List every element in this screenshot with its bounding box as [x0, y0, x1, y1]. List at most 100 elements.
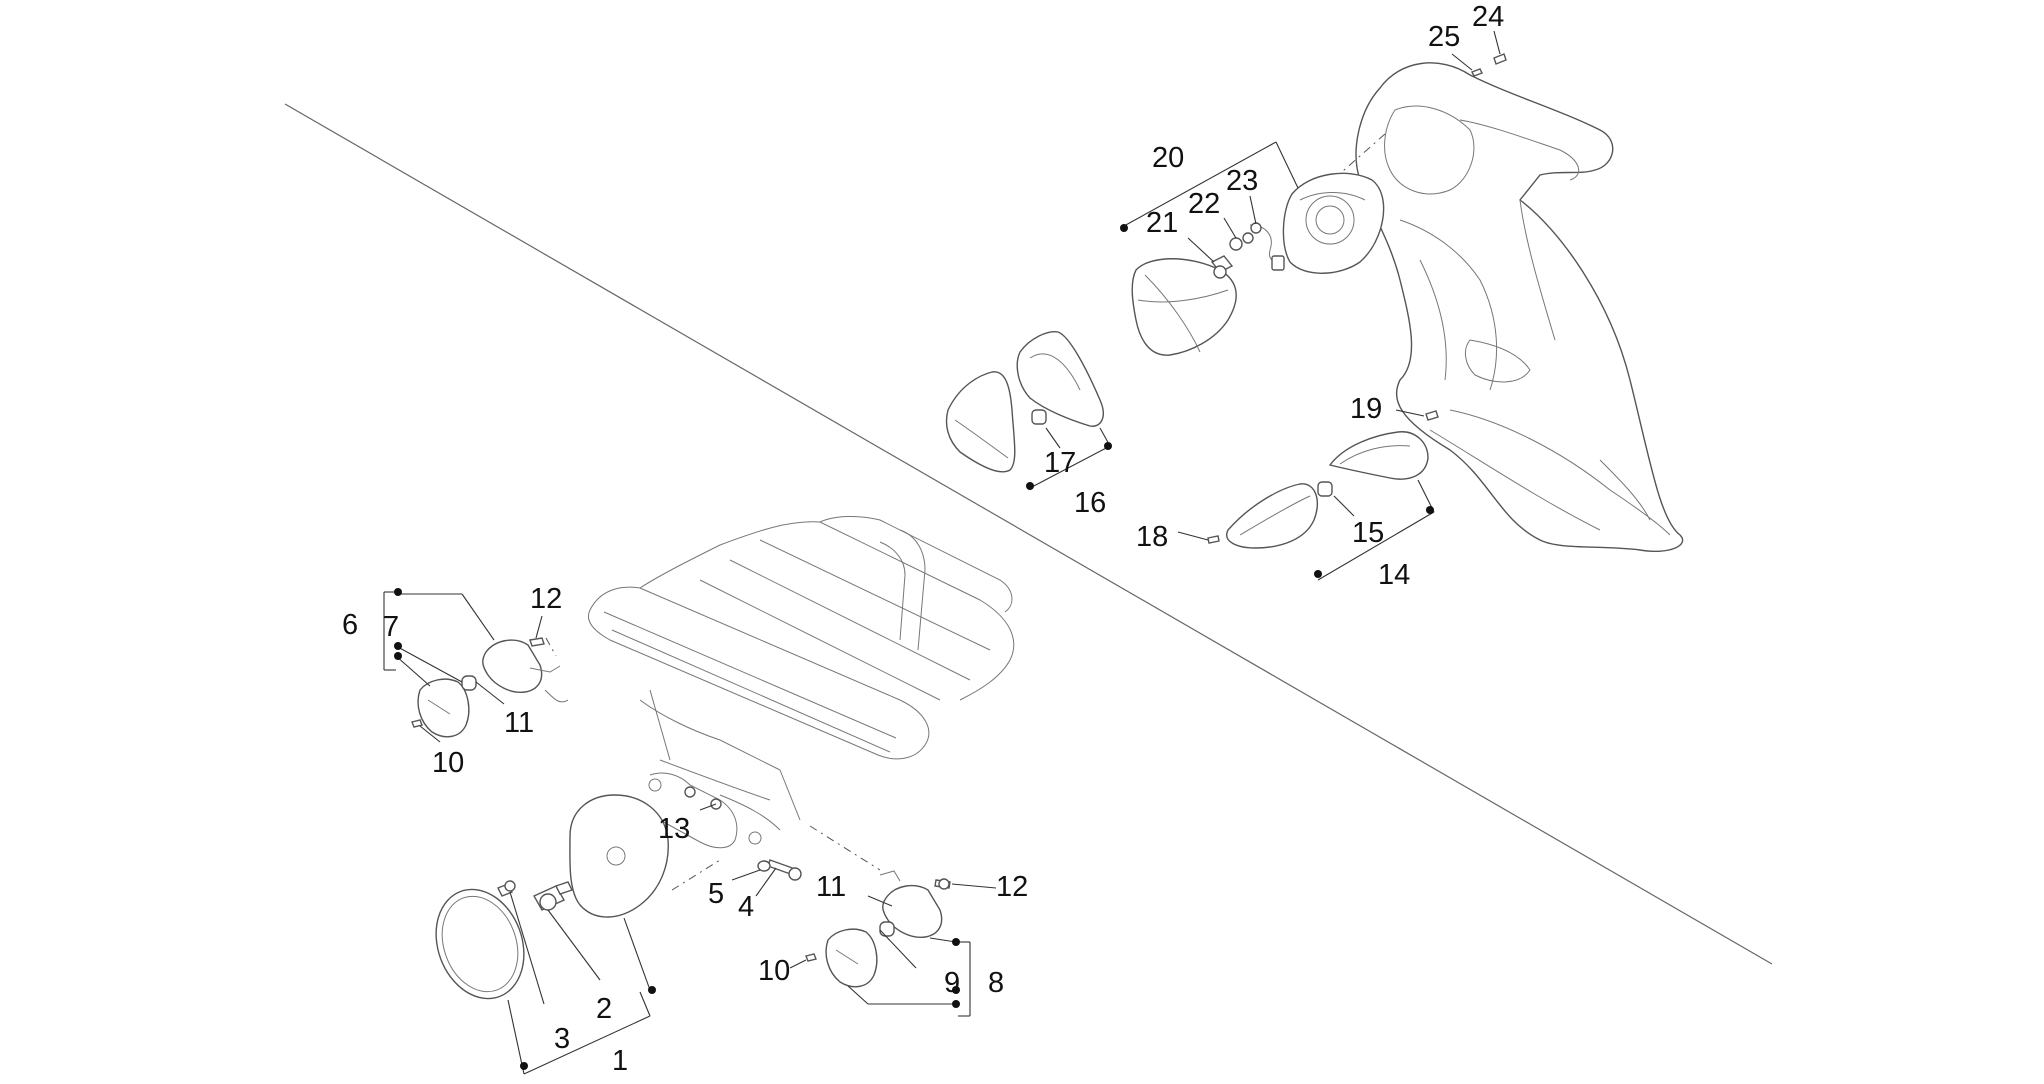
screw-18 — [1207, 535, 1220, 544]
turn-signal-6-body — [482, 639, 569, 703]
turn-lamp-16-housing — [1016, 331, 1104, 427]
dot-8-bottom — [952, 1000, 960, 1008]
callout-22: 22 — [1188, 188, 1220, 220]
turn-lamp-16-lens — [945, 371, 1016, 473]
callout-11a: 11 — [504, 707, 534, 739]
callout-24: 24 — [1472, 1, 1504, 33]
nut-13 — [684, 786, 722, 810]
leader-10a — [419, 725, 441, 743]
callout-12b: 12 — [996, 871, 1028, 903]
dot-7 — [394, 642, 402, 650]
dot-20 — [1120, 224, 1128, 232]
rack-dash-line-4 — [671, 859, 721, 891]
headlamp-shell — [569, 794, 669, 918]
leader-1-bracket — [523, 1015, 651, 1075]
leader-6-to-part — [461, 593, 495, 641]
section-divider-line — [284, 103, 1773, 965]
shield-dash-line-1 — [1334, 133, 1386, 179]
bulb-17 — [1031, 409, 1047, 425]
callout-2: 2 — [596, 993, 612, 1025]
leader-17 — [1045, 427, 1061, 449]
bulb-15 — [1317, 481, 1333, 497]
headlamp-rim — [435, 888, 525, 1000]
leader-8-top — [929, 937, 957, 943]
callout-10a: 10 — [432, 747, 464, 779]
leader-13 — [699, 803, 717, 811]
bulb-3 — [497, 880, 516, 897]
screw-10b — [805, 953, 817, 962]
turn-signal-8-body — [879, 870, 943, 938]
turn-lamp-14-housing — [1328, 431, 1429, 480]
callout-5: 5 — [708, 878, 724, 910]
callout-16: 16 — [1074, 487, 1106, 519]
dot-14a — [1314, 570, 1322, 578]
leader-1-shell — [623, 917, 651, 991]
leader-4 — [755, 867, 777, 897]
callout-3: 3 — [554, 1023, 570, 1055]
leader-11a — [475, 681, 505, 705]
dot-1a — [520, 1062, 528, 1070]
leader-18 — [1177, 531, 1209, 541]
leader-1-top — [639, 991, 651, 1017]
leader-11b — [867, 895, 893, 907]
leader-3 — [509, 891, 545, 1005]
bulb-22 — [1229, 232, 1254, 251]
turn-signal-6-lens — [417, 678, 470, 738]
dot-1b — [648, 986, 656, 994]
screw-24 — [1451, 30, 1507, 77]
callout-6: 6 — [342, 609, 358, 641]
wire-socket-23 — [1249, 222, 1285, 271]
screw-19 — [1425, 410, 1439, 421]
callout-20: 20 — [1152, 142, 1184, 174]
washer-5 — [757, 860, 771, 872]
callout-8: 8 — [988, 967, 1004, 999]
leader-6-bottom — [395, 655, 431, 687]
callout-17: 17 — [1044, 447, 1076, 479]
callout-10b: 10 — [758, 955, 790, 987]
callout-13: 13 — [658, 813, 690, 845]
headlamp-housing-rear — [1282, 172, 1385, 274]
leader-21 — [1187, 237, 1215, 263]
turn-signal-8-lens — [825, 928, 878, 988]
dot-16a — [1026, 482, 1034, 490]
leader-14-bracket — [1317, 511, 1435, 581]
dot-8-top — [952, 938, 960, 946]
front-shield-outline — [1355, 62, 1684, 552]
leader-22 — [1223, 217, 1237, 239]
leader-7-to-bulb — [395, 645, 463, 683]
dot-6-top — [394, 588, 402, 596]
headlamp-bulb-21 — [1210, 255, 1234, 279]
leader-16-bracket — [1029, 445, 1111, 489]
leader-10b — [789, 959, 807, 969]
callout-15: 15 — [1352, 517, 1384, 549]
leader-23 — [1249, 195, 1257, 225]
bulb-9 — [879, 921, 895, 937]
callout-19: 19 — [1350, 393, 1382, 425]
leader-5 — [731, 869, 761, 881]
callout-11b: 11 — [816, 871, 846, 903]
leader-8-lens — [847, 985, 869, 1005]
rack-bracket — [648, 772, 762, 849]
headlamp-bulb-2 — [533, 881, 573, 911]
front-rack-frame — [587, 516, 1015, 831]
rack-dash-line-1 — [545, 637, 557, 657]
screw-12b — [934, 878, 951, 890]
dot-14b — [1426, 506, 1434, 514]
headlamp-lens — [1131, 258, 1237, 356]
callout-12a: 12 — [530, 583, 562, 615]
callout-4: 4 — [738, 891, 754, 923]
dot-6-bottom — [394, 652, 402, 660]
callout-25: 25 — [1428, 21, 1460, 53]
leader-20-bracket — [1123, 141, 1277, 227]
callout-1: 1 — [612, 1045, 628, 1077]
leader-15 — [1333, 495, 1355, 517]
leader-19 — [1395, 409, 1425, 417]
screw-12a — [529, 637, 545, 647]
screw-10a — [411, 719, 423, 728]
bolt-4 — [767, 859, 802, 881]
callout-14: 14 — [1378, 559, 1410, 591]
dot-9 — [952, 986, 960, 994]
callout-9: 9 — [944, 967, 960, 999]
